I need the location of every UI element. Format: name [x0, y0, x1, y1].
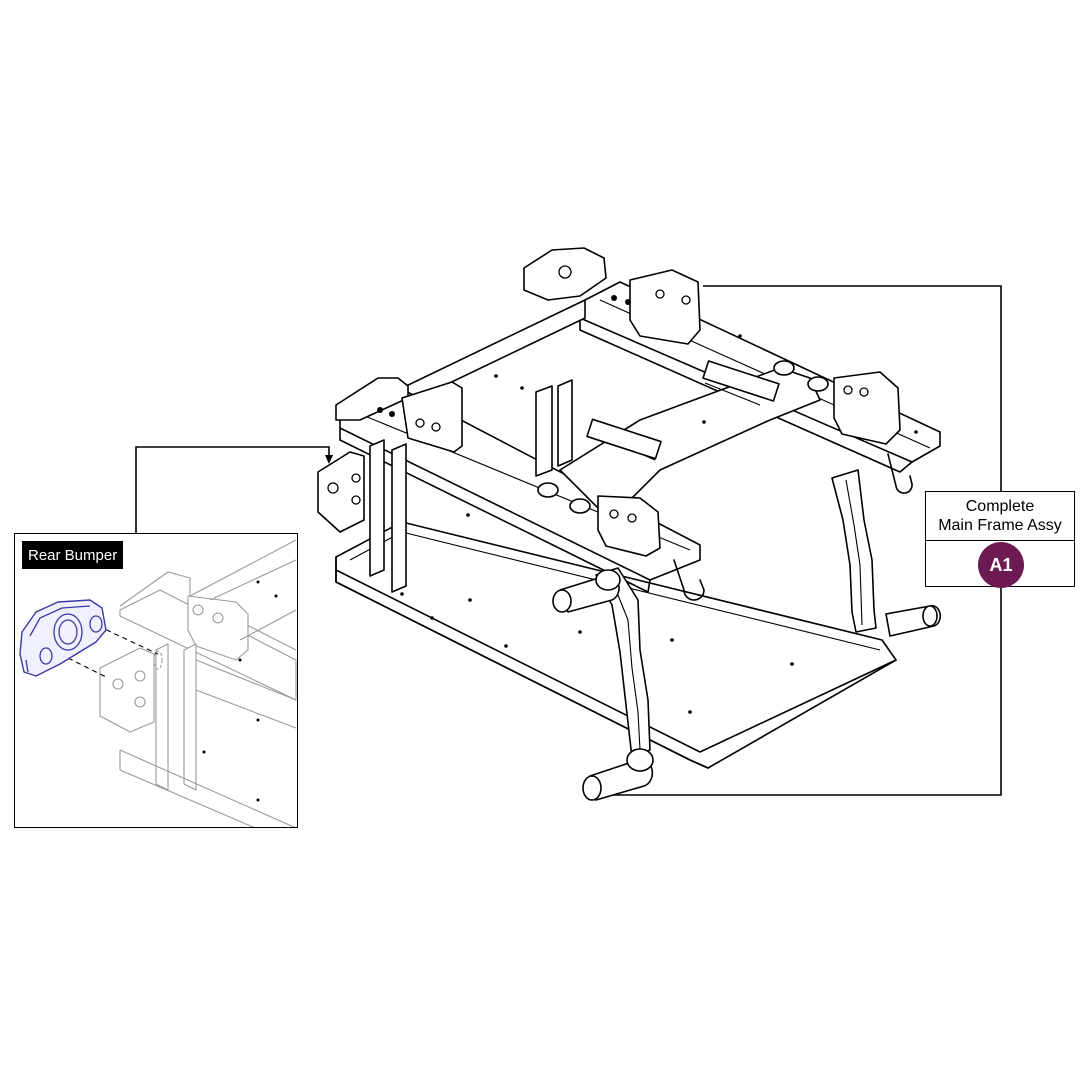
rear-bumper-label: Rear Bumper	[22, 541, 124, 569]
rear-bumper-inset-drawing	[19, 539, 297, 827]
main-frame-drawing	[317, 247, 941, 801]
callout-title-line-2: Main Frame Assy	[938, 517, 1062, 534]
callout-title: Complete Main Frame Assy	[926, 492, 1074, 541]
rear-bumper-inset-frame	[14, 533, 298, 828]
main-frame-callout[interactable]: Complete Main Frame Assy A1	[925, 491, 1075, 588]
leader-lines	[135, 285, 1002, 796]
part-badge-a1[interactable]: A1	[978, 542, 1024, 588]
callout-title-line-1: Complete	[965, 498, 1035, 515]
